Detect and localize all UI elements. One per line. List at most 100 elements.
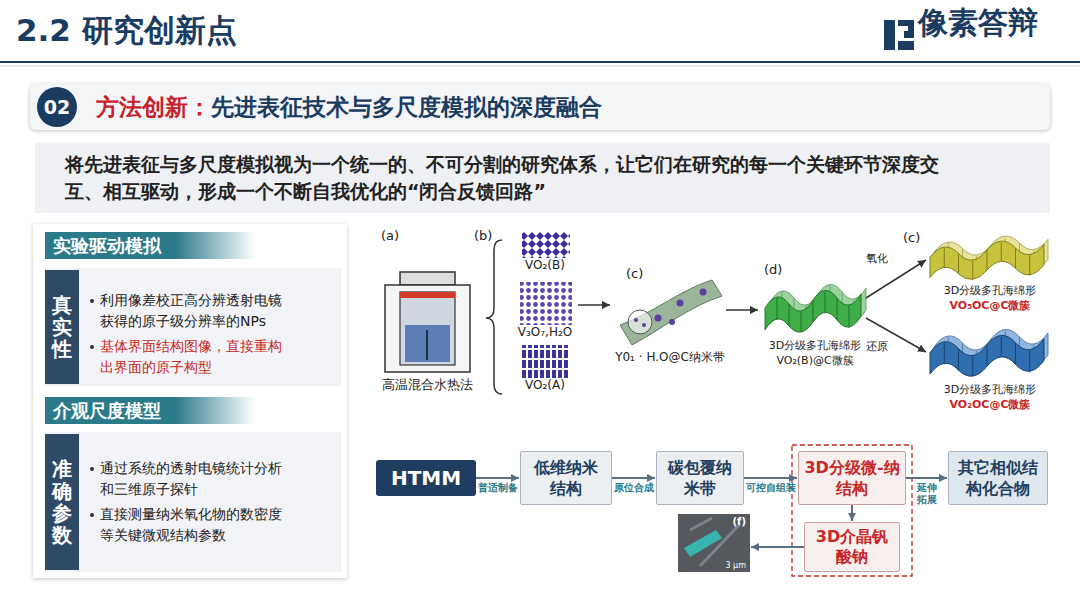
highlight-box: 3D介晶钒酸钠 (804, 522, 900, 572)
autoclave-seal (400, 292, 455, 298)
figure-caption: VO₂(B) (505, 258, 585, 273)
autoclave-cap (400, 272, 455, 285)
flow-arrow (906, 477, 947, 479)
figure-caption: VO₅OC@C微簇 (930, 299, 1050, 313)
autoclave-body (385, 285, 470, 372)
highlight-box: 3D分级微-纳结构 (798, 451, 906, 505)
node-text: 先进表征技术与多尺度模拟的深度融合 (211, 92, 602, 123)
flow-arrow (476, 477, 519, 479)
panel-letter: (b) (474, 228, 492, 244)
particle (700, 289, 707, 296)
nanoribbon-figure (620, 280, 722, 345)
node-text: 真实性 (52, 294, 72, 360)
arrow-note: 还原 (866, 340, 888, 354)
sponge-figure (930, 335, 1044, 376)
header-rule (0, 66, 1080, 67)
bullet-text: 利用像差校正高分辨透射电镜获得的原子级分辨率的NPs (100, 290, 290, 332)
figure-arrow (578, 304, 610, 306)
edge-label: 可控自组装 (746, 482, 796, 494)
figure-caption: 3D分级多孔海绵形 (930, 284, 1050, 298)
left-panel (33, 224, 347, 578)
panel-row (45, 432, 341, 572)
node-text: 3D介晶钒酸钠 (809, 527, 895, 567)
number-circle: 02 (37, 87, 77, 127)
bullet-dot (90, 299, 94, 303)
node-text: 实验驱动模拟 (53, 234, 161, 258)
process-box: 其它相似结构化合物 (948, 451, 1048, 505)
sem-crystal (684, 530, 722, 557)
node-text: 介观尺度模型 (53, 399, 161, 423)
autoclave-liquid (405, 325, 450, 362)
particle (677, 300, 684, 307)
bullet-dot (90, 513, 94, 517)
flow-arrow (612, 477, 655, 479)
edge-label: 普适制备 (477, 482, 519, 494)
autoclave-rod (426, 330, 428, 360)
dashed-group-box (792, 445, 912, 576)
sem-image (678, 514, 750, 572)
nanoribbon (620, 280, 722, 345)
figure-arrow (726, 309, 758, 311)
slide-title: 2.2 研究创新点 (16, 10, 237, 50)
edge-label: 原位合成 (613, 482, 655, 494)
flow-arrow (744, 477, 797, 479)
figure-caption: V₃O₇,H₂O (505, 325, 585, 340)
flow-arrow (851, 505, 853, 521)
node-text: 准确参数 (52, 458, 72, 546)
bullet-dot (90, 345, 94, 349)
magnifier (628, 310, 652, 334)
bullet-text: 直接测量纳米氧化物的数密度等关键微观结构参数 (100, 504, 290, 546)
panel-letter: (c) (626, 266, 643, 282)
autoclave-figure (385, 272, 470, 372)
figure-caption: VO₂OC@C微簇 (930, 398, 1050, 412)
section-header: 实验驱动模拟 (45, 232, 255, 259)
figure-arrow (866, 260, 926, 298)
node-text: (f) (733, 516, 747, 527)
vertical-label-box: 真实性 (45, 270, 79, 384)
node-text: 其它相似结构化合物 (957, 457, 1039, 499)
bullet-dot (90, 467, 94, 471)
node-text: 碳包覆纳米带 (667, 457, 733, 499)
bullet-text: 通过系统的透射电镜统计分析和三维原子探针 (100, 458, 290, 500)
description-box: 将先进表征与多尺度模拟视为一个统一的、不可分割的研究体系，让它们在研究的每一个关… (35, 143, 1050, 213)
crystal-image (522, 232, 570, 258)
node-text: HTMM (391, 466, 461, 490)
panel-letter: (d) (764, 262, 782, 278)
particle (642, 323, 646, 327)
sponge-figure (930, 241, 1044, 279)
bracket (486, 240, 502, 394)
node-text: 方法创新： (96, 92, 211, 123)
edge-label: 延伸拓展 (916, 482, 938, 506)
figure-caption: 3D分级多孔海绵形 (755, 339, 875, 353)
figure-caption: Y0₁ · H.O@C纳米带 (610, 350, 730, 365)
autoclave-liner (400, 292, 455, 365)
figure-caption: 3D分级多孔海绵形 (930, 383, 1050, 397)
node-text: 3 μm (725, 561, 746, 570)
process-box: 碳包覆纳米带 (656, 451, 744, 505)
particle (669, 319, 675, 325)
section-header: 介观尺度模型 (45, 397, 255, 424)
node-text: 将先进表征与多尺度模拟视为一个统一的、不可分割的研究体系，让它们在研究的每一个关… (65, 151, 970, 205)
sem-background (678, 514, 750, 572)
logo-text: 像素答辩 (918, 12, 1038, 33)
logo-part (898, 41, 914, 50)
panel-row (45, 268, 341, 386)
crystal-image (520, 282, 572, 325)
panel-letter: (a) (381, 228, 399, 244)
sponge-figure (765, 290, 861, 332)
node-text: 低维纳米结构 (531, 457, 601, 499)
figure-caption: VO₂(B)@C微簇 (755, 354, 875, 368)
node-text: 02 (44, 96, 70, 118)
logo-icon (884, 20, 914, 50)
flow-arrow (751, 546, 804, 548)
figure-caption: 高温混合水热法 (372, 377, 482, 393)
vertical-label-box: 准确参数 (45, 434, 79, 570)
logo-part (884, 20, 895, 50)
particle (655, 315, 662, 322)
crystal-image (522, 345, 570, 378)
arrow-note: 氧化 (866, 252, 888, 266)
header-rule (0, 61, 1080, 63)
start-box: HTMM (376, 460, 476, 496)
logo-part (898, 20, 914, 38)
